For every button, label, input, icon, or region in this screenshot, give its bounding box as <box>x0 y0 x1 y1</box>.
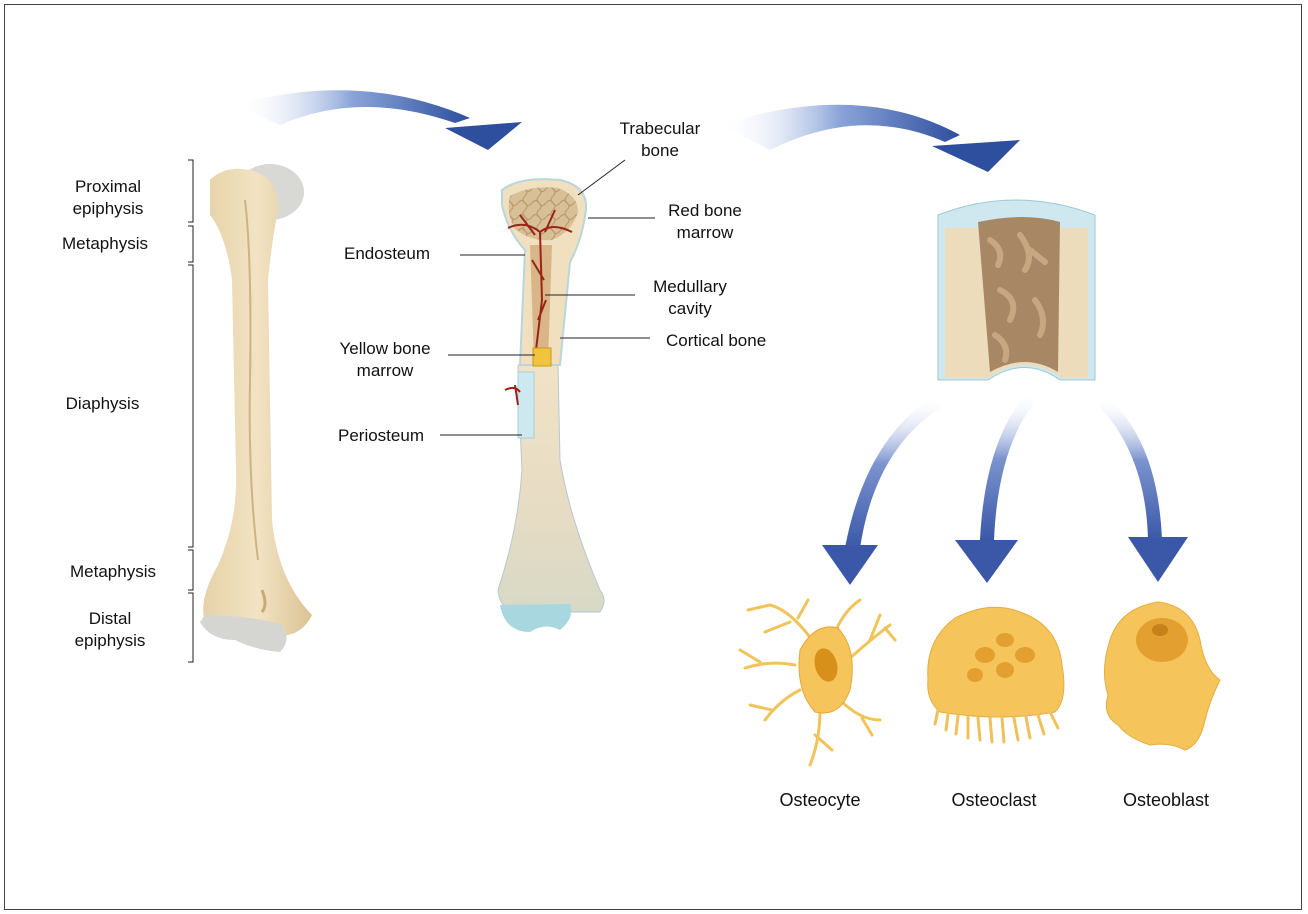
bone-cross-section <box>938 200 1095 380</box>
osteoclast-cell <box>928 607 1064 742</box>
label-osteoblast: Osteoblast <box>1106 789 1226 811</box>
label-distal-epiphysis: Distal epiphysis <box>50 608 170 652</box>
label-proximal-epiphysis: Proximal epiphysis <box>48 176 168 220</box>
arrow-to-section <box>235 90 522 150</box>
label-trabecular-bone: Trabecular bone <box>610 118 710 162</box>
label-osteoclast: Osteoclast <box>934 789 1054 811</box>
label-cortical-bone: Cortical bone <box>666 330 806 352</box>
osteocyte-cell <box>740 600 895 765</box>
label-endosteum: Endosteum <box>344 243 464 265</box>
label-osteocyte: Osteocyte <box>760 789 880 811</box>
osteoblast-cell <box>1104 602 1220 750</box>
sectioned-bone <box>498 179 604 632</box>
label-red-bone-marrow: Red bone marrow <box>655 200 755 244</box>
region-brackets <box>188 160 193 662</box>
arrow-to-cross-section <box>720 105 1020 172</box>
label-medullary-cavity: Medullary cavity <box>640 276 740 320</box>
label-metaphysis-top: Metaphysis <box>40 233 170 255</box>
label-periosteum: Periosteum <box>338 425 448 447</box>
long-bone <box>200 164 312 652</box>
label-yellow-bone-marrow: Yellow bone marrow <box>330 338 440 382</box>
label-diaphysis: Diaphysis <box>40 393 165 415</box>
arrows-to-cells <box>822 392 1188 585</box>
label-metaphysis-bottom: Metaphysis <box>48 561 178 583</box>
